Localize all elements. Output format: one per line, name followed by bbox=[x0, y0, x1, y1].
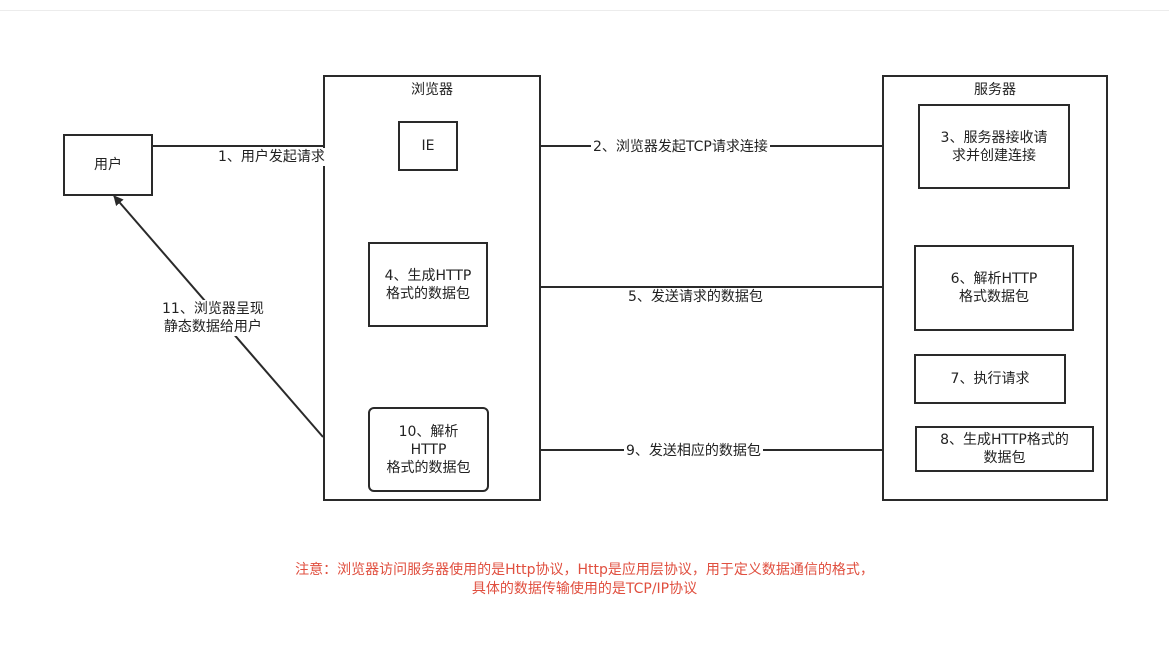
user-node: 用户 bbox=[63, 134, 153, 196]
note: 注意：浏览器访问服务器使用的是Http协议，Http是应用层协议，用于定义数据通… bbox=[0, 561, 1169, 599]
generate-http-node: 4、生成HTTP 格式的数据包 bbox=[368, 242, 488, 327]
generate-http-response-node: 8、生成HTTP格式的 数据包 bbox=[915, 426, 1094, 472]
parse-http-browser-node: 10、解析 HTTP 格式的数据包 bbox=[368, 407, 489, 492]
edge-1-label: 1、用户发起请求 bbox=[216, 148, 327, 166]
browser-title: 浏览器 bbox=[411, 82, 453, 98]
edge-2-label: 2、浏览器发起TCP请求连接 bbox=[591, 138, 770, 156]
note-line-2: 具体的数据传输使用的是TCP/IP协议 bbox=[471, 581, 698, 597]
parse-http-server-node: 6、解析HTTP 格式数据包 bbox=[914, 245, 1074, 331]
top-divider bbox=[0, 10, 1169, 11]
edge-9-label: 9、发送相应的数据包 bbox=[624, 442, 763, 460]
edge-5-label: 5、发送请求的数据包 bbox=[626, 288, 765, 306]
ie-node: IE bbox=[398, 121, 458, 171]
execute-request-node: 7、执行请求 bbox=[914, 354, 1066, 404]
server-accept-node: 3、服务器接收请 求并创建连接 bbox=[918, 104, 1070, 189]
edge-11-label: 11、浏览器呈现 静态数据给用户 bbox=[160, 300, 266, 336]
server-title: 服务器 bbox=[974, 82, 1016, 98]
note-line-1: 注意：浏览器访问服务器使用的是Http协议，Http是应用层协议，用于定义数据通… bbox=[295, 562, 874, 578]
